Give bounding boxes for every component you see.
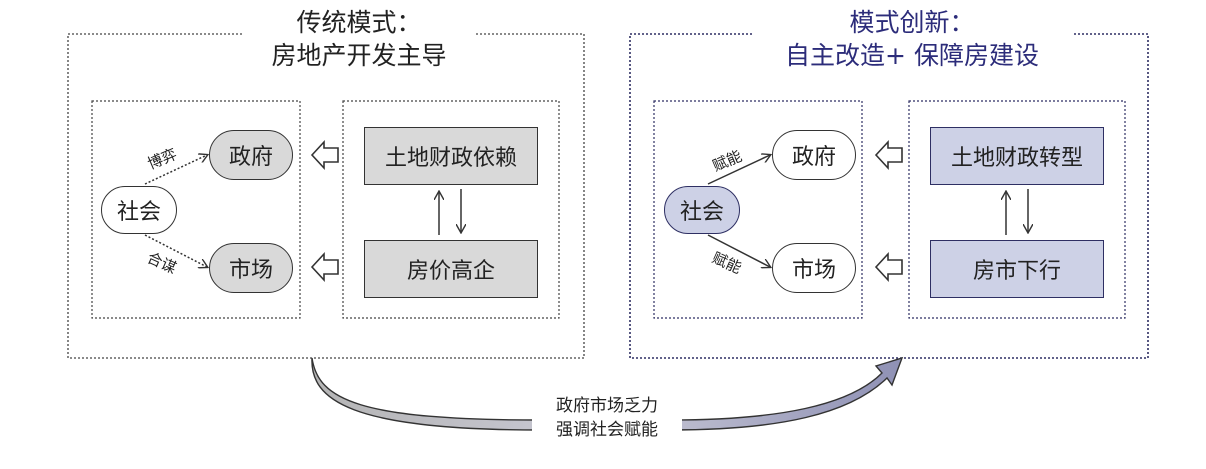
right-outer-frame [629, 33, 1149, 359]
right-title-line2: 自主改造+ 保障房建设 [785, 41, 1039, 70]
left-actor-frame [91, 100, 301, 319]
left-title-line2: 房地产开发主导 [271, 41, 447, 70]
right-actor-frame [653, 100, 863, 319]
transition-caption-line2: 强调社会赋能 [556, 420, 658, 440]
right-land-finance-box: 土地财政转型 [930, 127, 1104, 185]
right-society-node: 社会 [664, 186, 740, 234]
left-hollow-arrow-bottom [310, 251, 339, 283]
right-economy-frame [908, 100, 1126, 319]
right-market-node: 市场 [772, 243, 856, 293]
right-hollow-arrow-bottom [874, 251, 903, 283]
left-market-node: 市场 [209, 243, 293, 293]
left-title-line1: 传统模式： [296, 8, 422, 37]
right-edge-empower-top [707, 155, 770, 185]
left-edge-game [144, 155, 207, 185]
right-title-line1: 模式创新： [849, 8, 975, 37]
left-land-finance-box: 土地财政依赖 [364, 127, 538, 185]
left-government-node: 政府 [209, 130, 293, 180]
right-title: 模式创新： 自主改造+ 保障房建设 [752, 6, 1072, 72]
left-society-node: 社会 [101, 186, 177, 234]
transition-caption-line1: 政府市场乏力 [556, 396, 658, 416]
right-edge-empower-bottom [707, 234, 770, 267]
transition-caption: 政府市场乏力 强调社会赋能 [532, 394, 682, 442]
right-hollow-arrow-top [874, 139, 903, 171]
right-housing-market-box: 房市下行 [930, 240, 1104, 298]
left-title: 传统模式： 房地产开发主导 [244, 6, 474, 72]
right-government-node: 政府 [772, 130, 856, 180]
left-hollow-arrow-top [310, 139, 339, 171]
transition-sweep-arrow [311, 356, 904, 431]
left-economy-frame [342, 100, 560, 319]
left-housing-price-box: 房价高企 [364, 240, 538, 298]
